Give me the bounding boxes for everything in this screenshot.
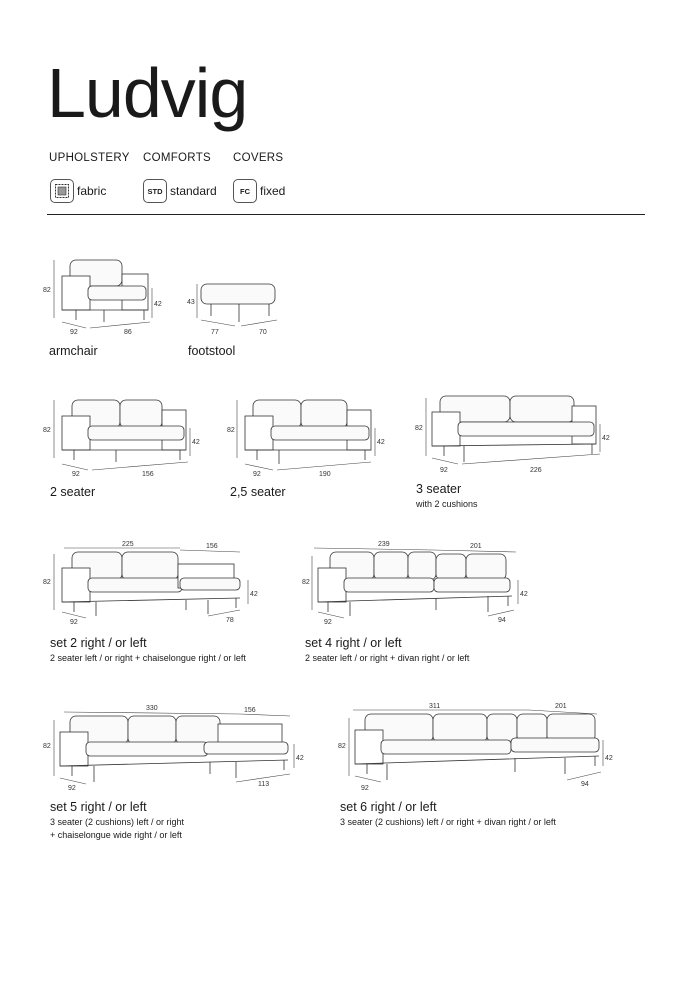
comforts-value: standard bbox=[170, 184, 217, 198]
dim-seat: 42 bbox=[377, 439, 385, 446]
dim-depth: 92 bbox=[324, 619, 332, 624]
dim-width: 86 bbox=[124, 329, 132, 336]
fc-badge: FC bbox=[233, 179, 257, 203]
dim-height: 43 bbox=[187, 299, 195, 306]
set2-drawing: 225 156 82 42 92 78 bbox=[43, 541, 258, 624]
dim-depth: 92 bbox=[361, 785, 369, 792]
set5-sub-1: 3 seater (2 cushions) left / or right bbox=[50, 817, 185, 827]
footstool-label: footstool bbox=[188, 344, 236, 358]
set2-sub: 2 seater left / or right + chaiselongue … bbox=[50, 653, 246, 663]
dim-chaise: 113 bbox=[258, 781, 269, 788]
dim-width: 70 bbox=[259, 329, 267, 336]
two-seater-label: 2 seater bbox=[50, 485, 96, 499]
covers-option: FC fixed bbox=[233, 178, 285, 204]
dim-w1: 311 bbox=[429, 703, 440, 710]
dim-w2: 156 bbox=[206, 543, 218, 550]
armchair-label: armchair bbox=[49, 344, 98, 358]
dim-depth: 77 bbox=[211, 329, 219, 336]
dim-w2: 156 bbox=[244, 707, 256, 714]
twohalf-seater-label: 2,5 seater bbox=[230, 485, 286, 499]
dim-height: 82 bbox=[43, 579, 51, 586]
dim-divan: 94 bbox=[498, 617, 506, 624]
dim-seat: 42 bbox=[520, 591, 528, 598]
three-seater-sub: with 2 cushions bbox=[416, 499, 478, 509]
covers-header: COVERS bbox=[233, 152, 284, 164]
dim-width: 156 bbox=[142, 471, 154, 478]
dim-w1: 225 bbox=[122, 541, 134, 548]
upholstery-value: fabric bbox=[77, 184, 107, 198]
dim-seat: 42 bbox=[605, 755, 613, 762]
dim-height: 82 bbox=[43, 427, 51, 434]
dim-w2: 201 bbox=[555, 703, 567, 710]
dim-height: 82 bbox=[338, 743, 346, 750]
two-seater-drawing: 82 42 92 156 bbox=[43, 399, 200, 478]
covers-value: fixed bbox=[260, 184, 286, 198]
dim-seat: 42 bbox=[250, 591, 258, 598]
dim-height: 82 bbox=[302, 579, 310, 586]
dim-height: 82 bbox=[43, 287, 51, 294]
set4-label: set 4 right / or left bbox=[305, 636, 402, 650]
dim-depth: 92 bbox=[253, 471, 261, 478]
dim-width: 190 bbox=[319, 471, 331, 478]
dim-depth: 92 bbox=[440, 467, 448, 474]
dim-height: 82 bbox=[43, 743, 51, 750]
fabric-icon bbox=[50, 179, 74, 203]
dim-w1: 239 bbox=[378, 541, 390, 548]
dim-height: 82 bbox=[415, 425, 423, 432]
dim-seat: 42 bbox=[192, 439, 200, 446]
comforts-header: COMFORTS bbox=[143, 152, 211, 164]
set4-drawing: 239 201 82 42 92 94 bbox=[302, 541, 528, 624]
dim-seat: 42 bbox=[154, 301, 162, 308]
three-seater-drawing: 82 42 92 226 bbox=[415, 395, 610, 474]
dim-divan: 94 bbox=[581, 781, 589, 788]
upholstery-option: fabric bbox=[50, 178, 106, 204]
std-badge: STD bbox=[143, 179, 167, 203]
dim-height: 82 bbox=[227, 427, 235, 434]
dim-depth: 92 bbox=[72, 471, 80, 478]
dim-depth: 92 bbox=[70, 619, 78, 624]
set5-sub-2: + chaiselongue wide right / or left bbox=[50, 830, 182, 840]
set5-label: set 5 right / or left bbox=[50, 800, 147, 814]
set5-drawing: 330 156 82 42 92 113 bbox=[43, 705, 304, 792]
dim-depth: 92 bbox=[68, 785, 76, 792]
dim-chaise: 78 bbox=[226, 617, 234, 624]
set6-label: set 6 right / or left bbox=[340, 800, 437, 814]
dim-seat: 42 bbox=[602, 435, 610, 442]
dim-w2: 201 bbox=[470, 543, 482, 550]
footstool-drawing: 43 77 70 bbox=[187, 283, 278, 336]
set6-drawing: 311 201 82 42 92 94 bbox=[338, 703, 613, 792]
upholstery-header: UPHOLSTERY bbox=[49, 152, 130, 164]
set6-sub: 3 seater (2 cushions) left / or right + … bbox=[340, 817, 556, 827]
twohalf-seater-drawing: 82 42 92 190 bbox=[227, 399, 385, 478]
comforts-option: STD standard bbox=[143, 178, 217, 204]
three-seater-label: 3 seater bbox=[416, 482, 462, 496]
set4-sub: 2 seater left / or right + divan right /… bbox=[305, 653, 470, 663]
dim-seat: 42 bbox=[296, 755, 304, 762]
dim-width: 226 bbox=[530, 467, 542, 474]
dim-depth: 92 bbox=[70, 329, 78, 336]
set2-label: set 2 right / or left bbox=[50, 636, 147, 650]
dim-w1: 330 bbox=[146, 705, 158, 712]
page-title: Ludvig bbox=[47, 54, 248, 132]
armchair-drawing: 82 42 92 86 bbox=[43, 259, 162, 336]
divider bbox=[47, 214, 645, 215]
